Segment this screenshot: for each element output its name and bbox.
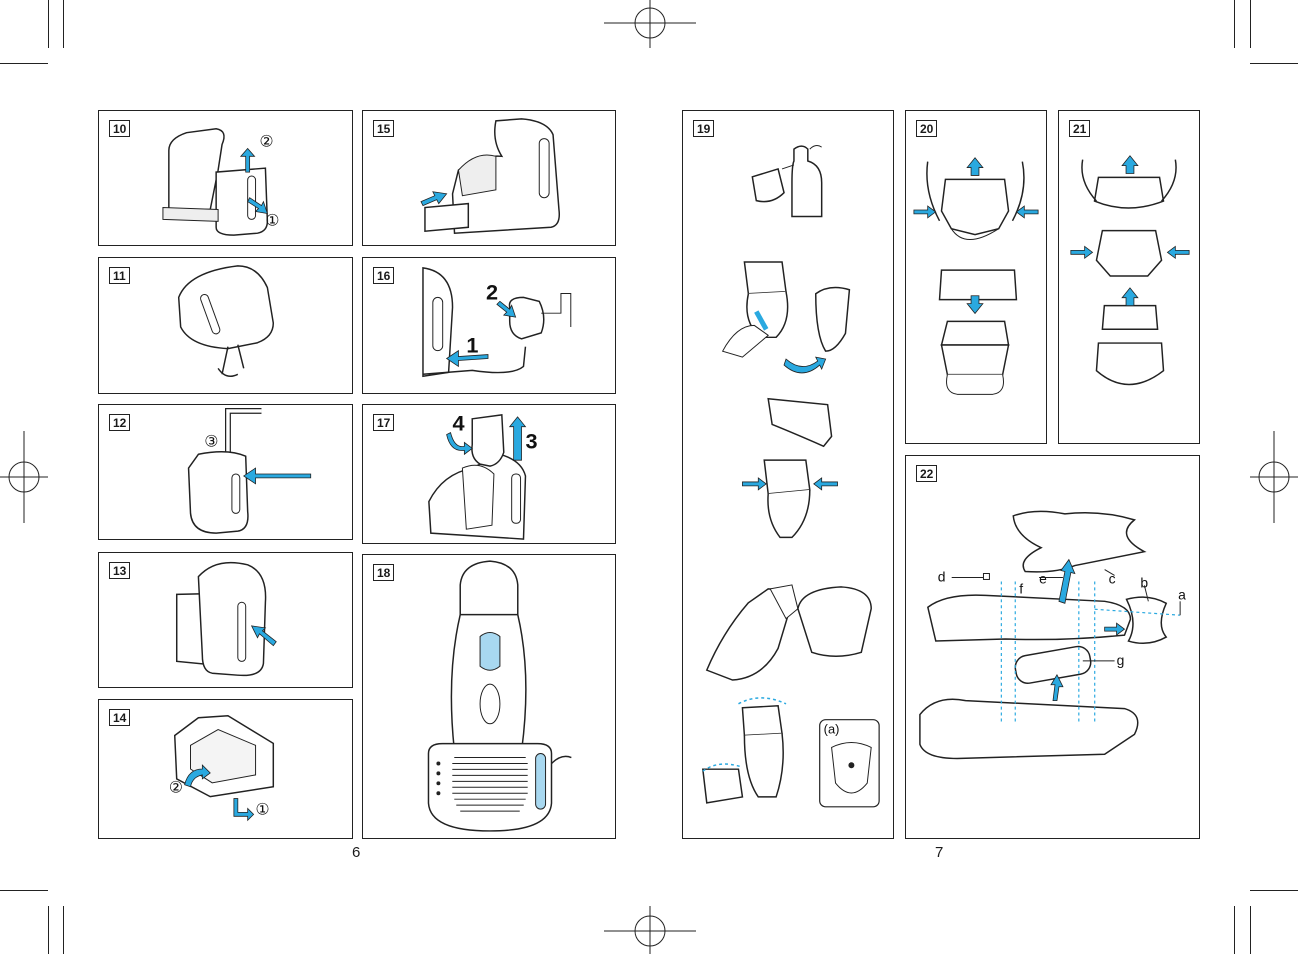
registration-mark-icon — [0, 431, 48, 523]
panel-number: 13 — [109, 562, 131, 579]
panel-20: 20 — [905, 110, 1047, 444]
direction-arrow-icon — [1121, 155, 1139, 174]
shaver-insert-illustration: 4 3 — [428, 411, 538, 540]
crop-mark-icon — [0, 63, 48, 64]
direction-arrow-icon — [966, 295, 984, 315]
panel-15: 15 — [362, 110, 616, 246]
part-label-c: c — [1109, 570, 1116, 586]
direction-arrow-icon — [508, 416, 527, 461]
page-number-right: 7 — [935, 844, 944, 861]
part-label-f: f — [1019, 580, 1023, 596]
direction-arrow-icon — [1015, 205, 1039, 219]
step-2-label: 2 — [486, 279, 498, 304]
panel-number: 12 — [109, 414, 131, 431]
direction-arrow-icon — [1166, 245, 1190, 260]
direction-arrow-icon — [233, 798, 255, 822]
direction-arrow-icon — [742, 477, 767, 491]
panel-16: 16 2 1 — [362, 257, 616, 394]
direction-arrow-icon — [1121, 287, 1139, 306]
step-3-label: 3 — [525, 428, 537, 453]
direction-arrow-icon — [1058, 558, 1076, 604]
crop-mark-icon — [48, 0, 49, 48]
direction-arrow-icon — [966, 157, 984, 176]
foil-replacement-illustration — [1070, 155, 1190, 386]
direction-arrow-icon — [813, 477, 838, 491]
cartridge-removal-illustration — [177, 265, 275, 377]
step-1-label: 1 — [466, 333, 478, 358]
panel-number: 10 — [109, 120, 131, 137]
crop-mark-icon — [1250, 906, 1251, 954]
callout-1: ① — [256, 799, 270, 818]
panel-number: 22 — [916, 465, 938, 482]
callout-2: ② — [169, 778, 183, 797]
panel-number: 16 — [373, 267, 395, 284]
panel-number: 15 — [373, 120, 395, 137]
direction-arrow-icon — [783, 356, 827, 374]
cartridge-cap-illustration: ② ① — [169, 715, 275, 822]
registration-mark-icon — [604, 0, 696, 48]
direction-arrow-icon — [913, 205, 937, 219]
crop-mark-icon — [63, 0, 64, 48]
panel-11: 11 — [98, 257, 353, 394]
panel-22: 22 d e c b a f g — [905, 455, 1200, 839]
registration-mark-icon — [604, 906, 696, 954]
manual-cleaning-illustration: (a) — [701, 145, 880, 808]
panel-number: 20 — [916, 120, 938, 137]
crop-mark-icon — [1234, 0, 1235, 48]
direction-arrow-icon — [247, 197, 268, 214]
station-slide-illustration — [420, 118, 561, 234]
direction-arrow-icon — [496, 300, 517, 318]
panel-19: 19 (a) — [682, 110, 894, 839]
direction-arrow-icon — [1050, 673, 1064, 702]
panel-number: 19 — [693, 120, 715, 137]
crop-mark-icon — [48, 906, 49, 954]
step-4-label: 4 — [453, 411, 465, 436]
panel-18: 18 — [362, 554, 616, 839]
crop-mark-icon — [1234, 906, 1235, 954]
page-number-left: 6 — [352, 844, 361, 861]
direction-arrow-icon — [250, 625, 277, 647]
direction-arrow-icon — [1070, 245, 1094, 260]
panel-13: 13 — [98, 552, 353, 688]
panel-number: 18 — [373, 564, 395, 581]
panel-number: 17 — [373, 414, 395, 431]
crop-mark-icon — [63, 906, 64, 954]
direction-arrow-icon — [420, 191, 448, 207]
crop-mark-icon — [1250, 63, 1298, 64]
panel-10: 10 ② ① — [98, 110, 353, 246]
callout-3: ③ — [204, 431, 218, 450]
direction-arrow-icon — [243, 467, 312, 485]
panel-number: 21 — [1069, 120, 1091, 137]
panel-14: 14 ② ① — [98, 699, 353, 839]
registration-mark-icon — [1250, 431, 1298, 523]
crop-mark-icon — [0, 890, 48, 891]
callout-1: ① — [265, 210, 279, 229]
cartridge-fill-illustration: ③ — [187, 407, 312, 534]
part-label-b: b — [1140, 574, 1148, 590]
direction-arrow-icon — [445, 349, 489, 368]
panel-12: 12 ③ — [98, 404, 353, 540]
part-label-g: g — [1117, 652, 1125, 668]
cleaning-station-illustration: ② ① — [162, 127, 280, 236]
shaver-in-station-illustration — [427, 560, 572, 832]
callout-a: (a) — [824, 722, 840, 737]
part-label-a: a — [1178, 586, 1186, 602]
cartridge-insert-illustration — [175, 561, 277, 677]
disposal-disassembly-illustration: d e c b a f g — [919, 510, 1186, 760]
power-connection-illustration: 2 1 — [422, 267, 572, 378]
direction-arrow-icon — [1104, 622, 1126, 636]
panel-number: 11 — [109, 267, 130, 284]
panel-number: 14 — [109, 709, 131, 726]
part-label-e: e — [1039, 570, 1047, 586]
direction-arrow-icon — [446, 432, 473, 456]
callout-2: ② — [259, 131, 273, 150]
panel-17: 17 4 3 — [362, 404, 616, 544]
panel-21: 21 — [1058, 110, 1200, 444]
crop-mark-icon — [1250, 890, 1298, 891]
direction-arrow-icon — [184, 764, 211, 788]
foil-removal-illustration — [913, 157, 1039, 395]
crop-mark-icon — [1250, 0, 1251, 48]
part-label-d: d — [938, 568, 946, 584]
direction-arrow-icon — [239, 147, 256, 173]
